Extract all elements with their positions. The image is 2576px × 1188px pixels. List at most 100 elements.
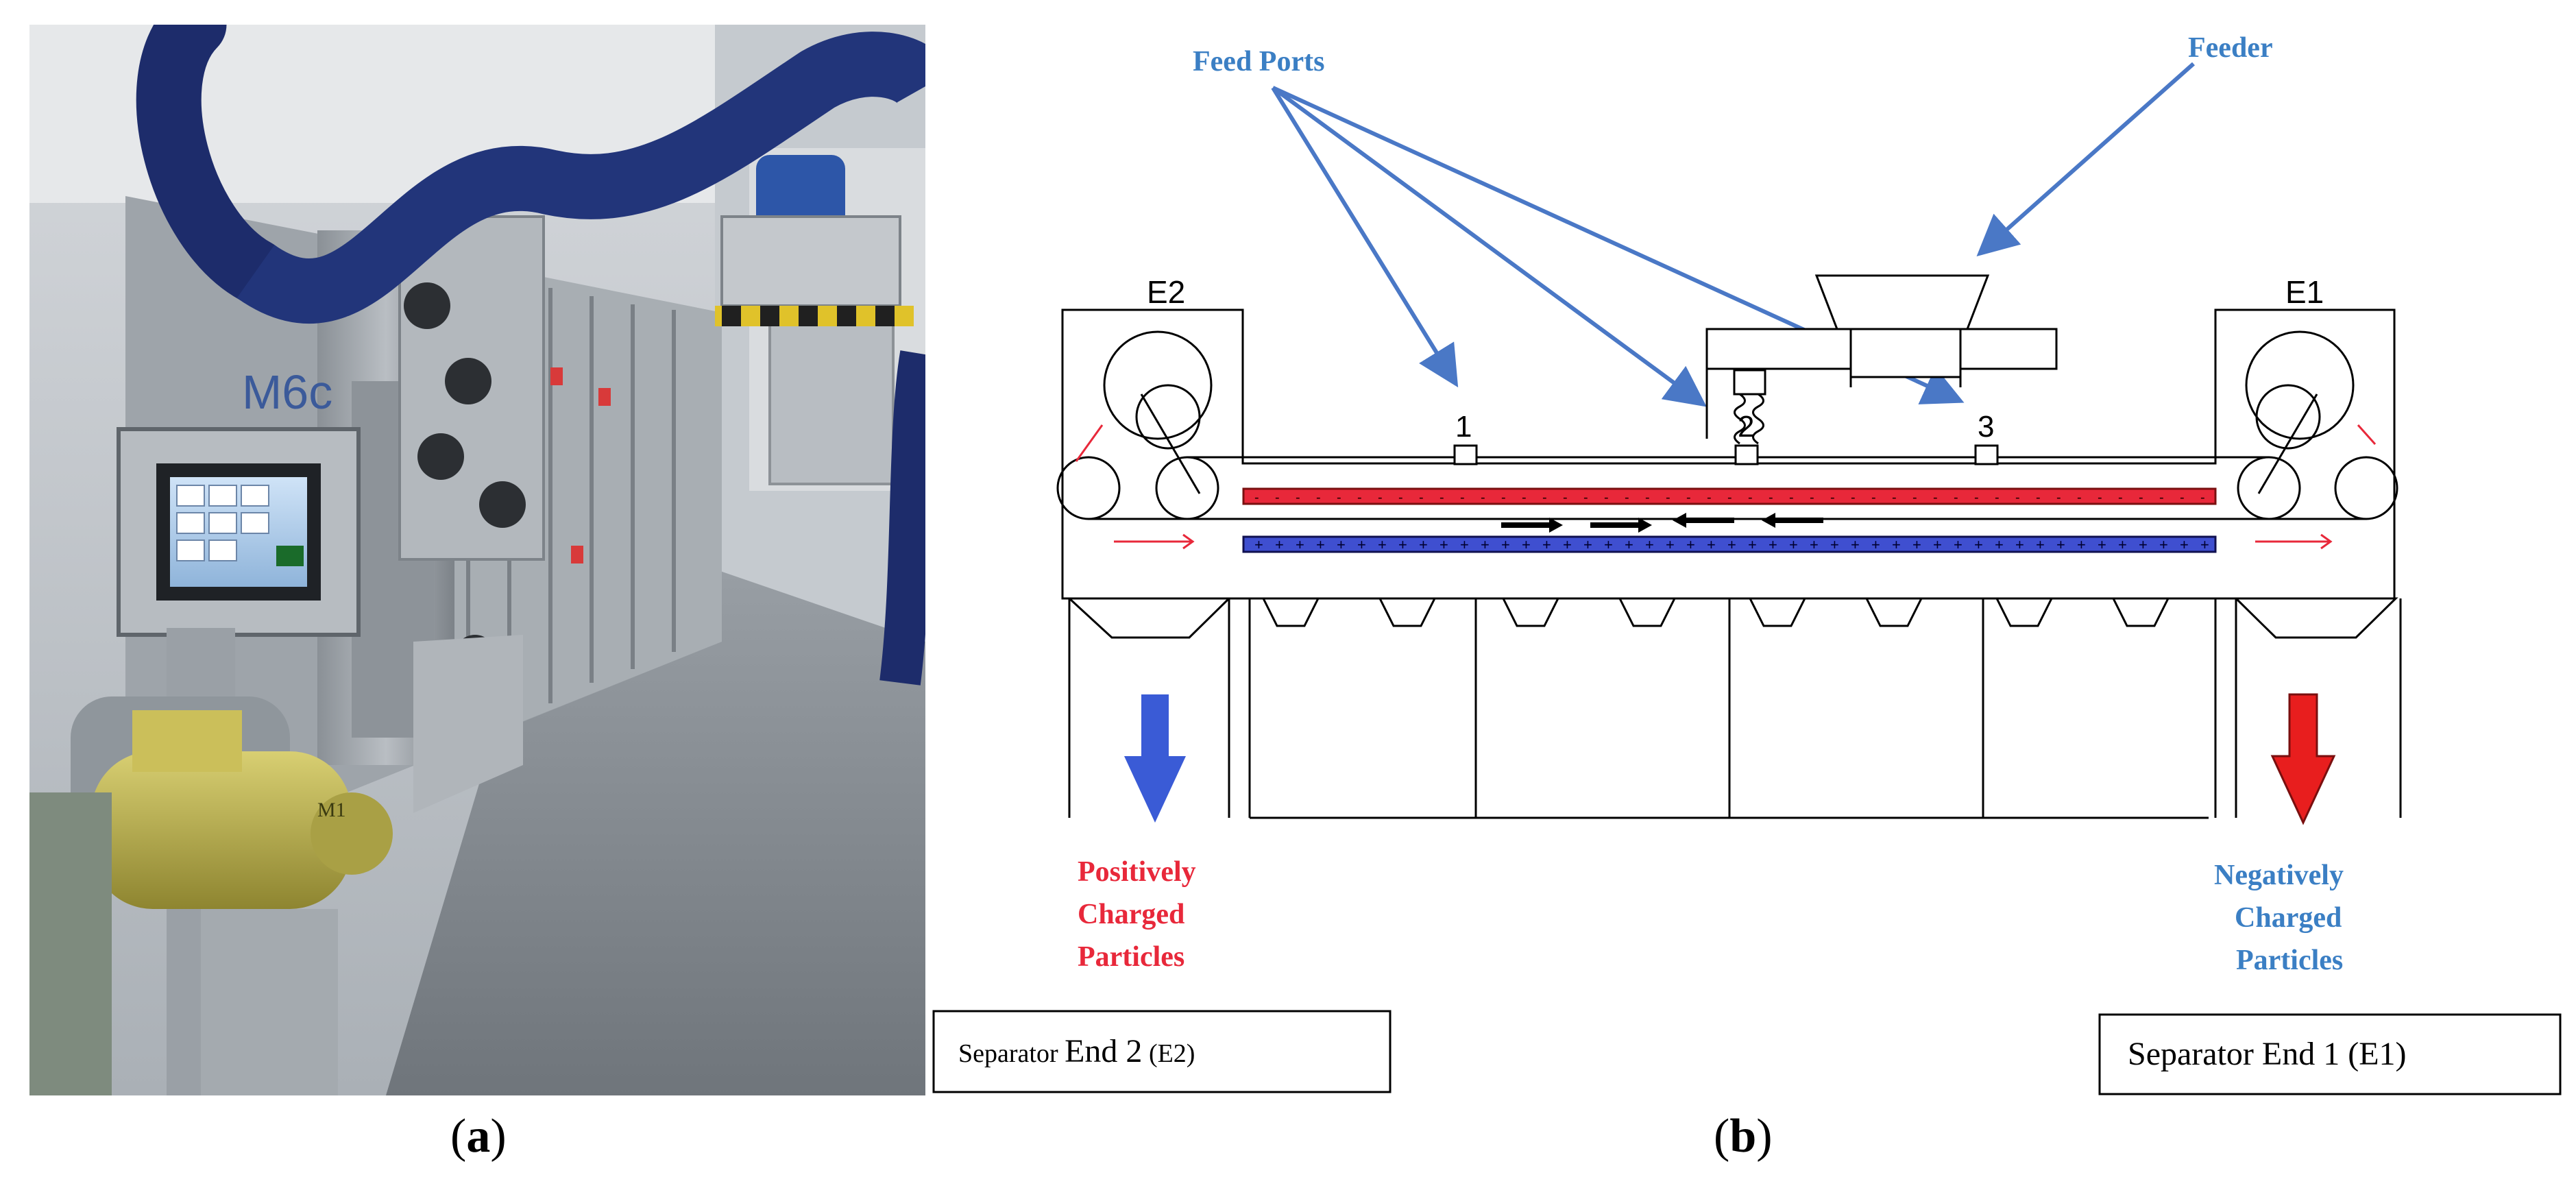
plus-sign: + [1460, 536, 1469, 553]
minus-sign: - [1748, 490, 1753, 505]
minus-sign: - [1625, 490, 1629, 505]
plus-sign: + [1954, 536, 1963, 553]
minus-sign: - [1357, 490, 1362, 505]
plus-sign: + [2015, 536, 2024, 553]
end1-text-box [2098, 1013, 2562, 1095]
minus-sign: - [1398, 490, 1403, 505]
port-2-label: 2 [1738, 410, 1754, 444]
plus-sign: + [2056, 536, 2065, 553]
minus-sign: - [1933, 490, 1938, 505]
positive-output-arrow [1124, 694, 1186, 823]
plus-sign: + [1851, 536, 1860, 553]
minus-sign: - [1378, 490, 1383, 505]
minus-sign: - [1810, 490, 1814, 505]
minus-sign: - [1316, 490, 1321, 505]
minus-sign: - [1419, 490, 1424, 505]
minus-sign: - [1604, 490, 1609, 505]
minus-sign: - [1769, 490, 1773, 505]
minus-sign: - [1851, 490, 1856, 505]
plus-sign: + [2098, 536, 2106, 553]
plus-sign: + [1522, 536, 1531, 553]
plus-sign: + [1625, 536, 1633, 553]
plus-sign: + [1398, 536, 1407, 553]
plus-sign: + [2036, 536, 2045, 553]
minus-sign: - [1501, 490, 1506, 505]
plus-sign: + [2077, 536, 2086, 553]
caption-b: (b) [1714, 1110, 1773, 1163]
negative-output-arrow [2270, 693, 2336, 825]
minus-sign: - [1481, 490, 1485, 505]
e2-label: E2 [1147, 274, 1185, 310]
plus-signs: ++++++++++++++++++++++++++++++++++++++++… [1254, 536, 2209, 553]
minus-sign: - [1686, 490, 1691, 505]
plus-sign: + [1378, 536, 1387, 553]
plus-sign: + [1727, 536, 1736, 553]
minus-sign: - [1254, 490, 1259, 505]
plus-sign: + [1912, 536, 1921, 553]
minus-sign: - [1954, 490, 1958, 505]
plus-sign: + [2159, 536, 2168, 553]
minus-sign: - [1707, 490, 1712, 505]
plus-sign: + [1275, 536, 1284, 553]
minus-sign: - [1892, 490, 1897, 505]
minus-sign: - [1666, 490, 1670, 505]
plus-sign: + [1974, 536, 1983, 553]
port-1-label: 1 [1455, 410, 1472, 444]
positive-particles-line1: Positively [1078, 856, 1196, 888]
plus-sign: + [1830, 536, 1839, 553]
minus-sign: - [1460, 490, 1465, 505]
plus-sign: + [1254, 536, 1263, 553]
plus-sign: + [1810, 536, 1819, 553]
plus-sign: + [1686, 536, 1695, 553]
plus-sign: + [1563, 536, 1572, 553]
minus-sign: - [1563, 490, 1568, 505]
minus-sign: - [2015, 490, 2020, 505]
minus-sign: - [2098, 490, 2102, 505]
minus-sign: - [2139, 490, 2143, 505]
plus-sign: + [1439, 536, 1448, 553]
minus-sign: - [2056, 490, 2061, 505]
feeder-label: Feeder [2188, 32, 2273, 64]
plus-sign: + [1707, 536, 1716, 553]
minus-signs: ----------------------------------------… [1254, 490, 2205, 505]
minus-sign: - [1974, 490, 1979, 505]
plus-sign: + [2180, 536, 2189, 553]
negative-particles-line2: Charged [2235, 902, 2342, 934]
minus-sign: - [1830, 490, 1835, 505]
minus-sign: - [2200, 490, 2205, 505]
plus-sign: + [2200, 536, 2209, 553]
minus-sign: - [1645, 490, 1650, 505]
plus-sign: + [1604, 536, 1613, 553]
plus-sign: + [1645, 536, 1654, 553]
plus-sign: + [1316, 536, 1325, 553]
minus-sign: - [2180, 490, 2185, 505]
end2-box-text: Separator End 2 (E2) [958, 1033, 1195, 1069]
negative-particles-line1: Negatively [2214, 860, 2344, 891]
minus-sign: - [1337, 490, 1341, 505]
plus-sign: + [1933, 536, 1942, 553]
minus-sign: - [2118, 490, 2123, 505]
minus-sign: - [1912, 490, 1917, 505]
belt-direction-arrows [1501, 513, 1823, 533]
plus-sign: + [1789, 536, 1798, 553]
minus-sign: - [1871, 490, 1876, 505]
plus-sign: + [1995, 536, 2004, 553]
separator-schematic: Feed Ports Feeder E2 E1 1 2 [932, 32, 2562, 1095]
feed-ports [1453, 444, 1999, 465]
collection-bins [1067, 597, 2402, 819]
machine-photo: M6c M1 [29, 25, 925, 1095]
positive-particles-line3: Particles [1078, 941, 1184, 973]
minus-sign: - [1296, 490, 1300, 505]
minus-sign: - [1789, 490, 1794, 505]
plus-sign: + [2118, 536, 2127, 553]
plus-sign: + [1748, 536, 1757, 553]
end2-text-box [932, 1010, 1392, 1093]
positive-particles-line2: Charged [1078, 899, 1184, 930]
plus-sign: + [1542, 536, 1551, 553]
plus-sign: + [1892, 536, 1901, 553]
minus-sign: - [1995, 490, 2000, 505]
end1-box-text: Separator End 1 (E1) [2128, 1036, 2407, 1072]
plus-sign: + [1337, 536, 1346, 553]
negative-particles-line3: Particles [2236, 945, 2343, 976]
plus-sign: + [1583, 536, 1592, 553]
